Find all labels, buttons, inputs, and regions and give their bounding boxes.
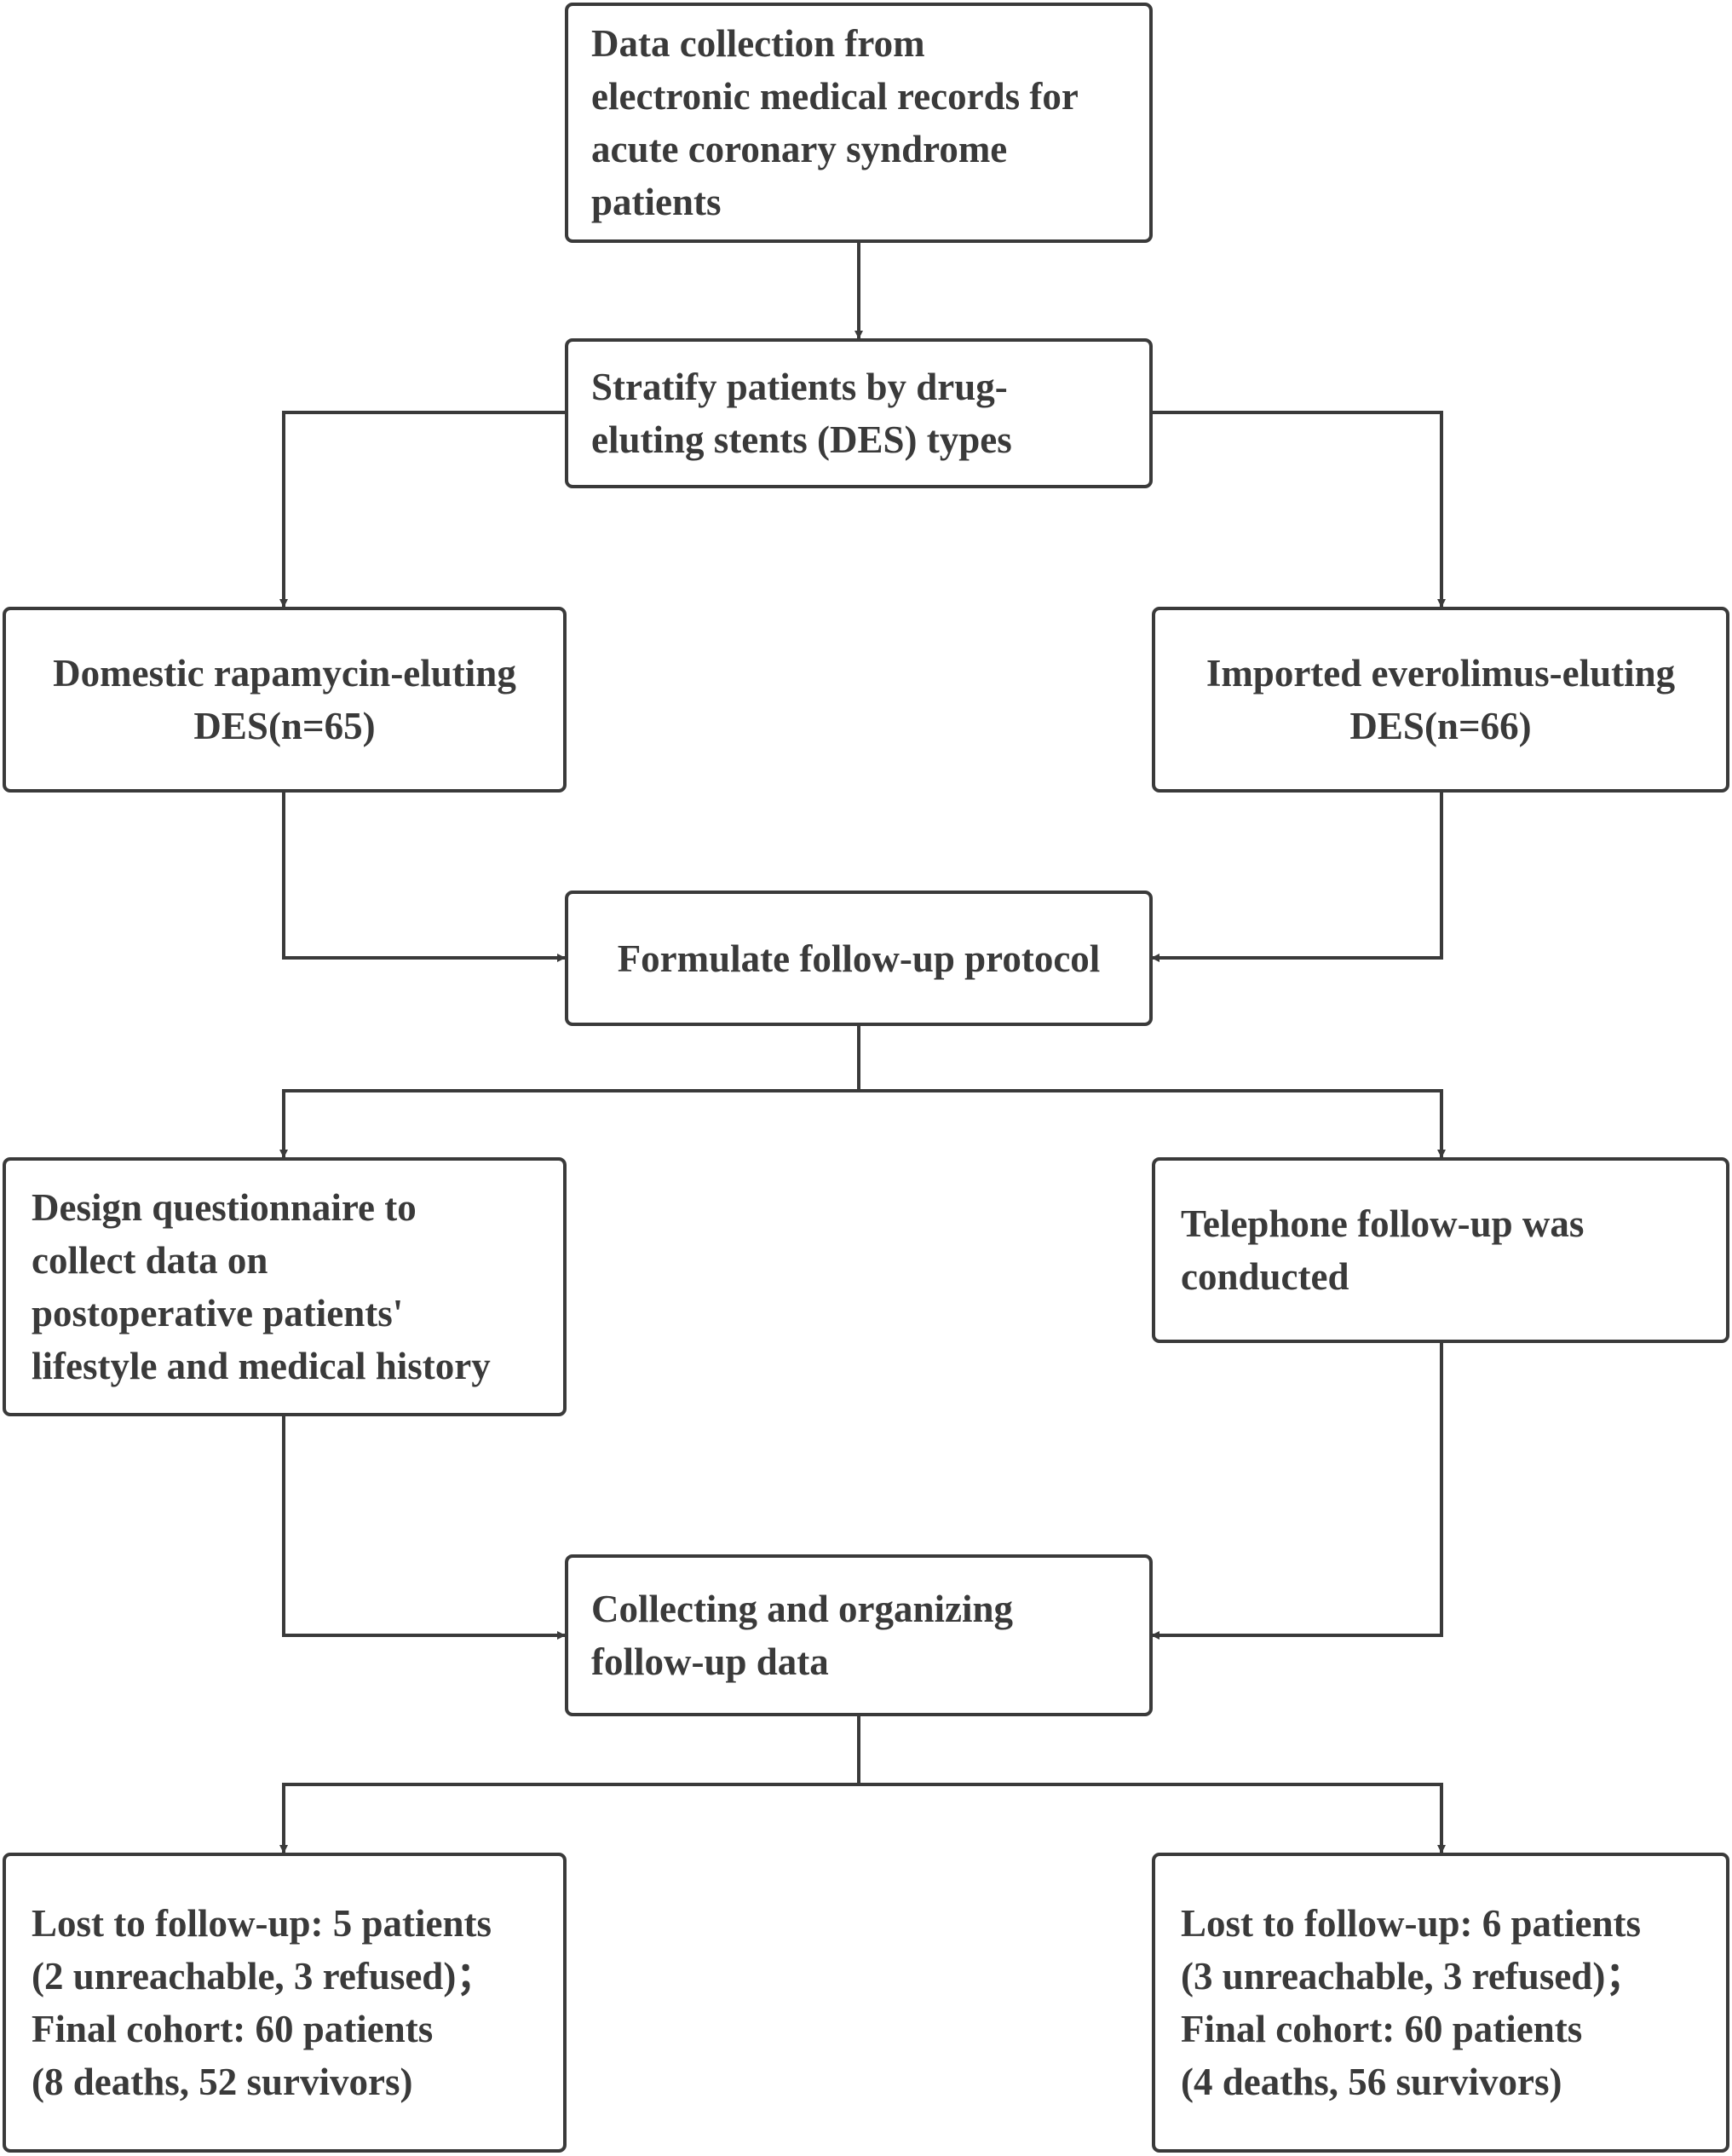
node-line: Telephone follow-up was: [1181, 1202, 1585, 1245]
node-line: electronic medical records for: [591, 75, 1079, 118]
node-stratify: Stratify patients by drug- eluting stent…: [565, 338, 1153, 488]
arrow-stratify-to-domestic: [279, 411, 565, 608]
node-line: DES(n=66): [1349, 705, 1532, 747]
node-line: acute coronary syndrome: [591, 128, 1008, 170]
arrow-telephone-to-collecting: [1151, 1343, 1443, 1640]
node-line: Domestic rapamycin-eluting: [53, 652, 516, 695]
node-collecting-data: Collecting and organizing follow-up data: [565, 1554, 1153, 1716]
node-line: Imported everolimus-eluting: [1205, 652, 1676, 695]
arrow-stratify-to-imported: [1152, 411, 1446, 608]
node-line: conducted: [1181, 1255, 1349, 1298]
node-questionnaire: Design questionnaire to collect data on …: [3, 1157, 567, 1416]
node-imported-des: Imported everolimus-eluting DES(n=66): [1152, 607, 1729, 793]
node-line: Collecting and organizing: [591, 1588, 1014, 1630]
node-line: Final cohort: 60 patients: [1181, 2008, 1583, 2050]
node-line: (3 unreachable, 3 refused)；: [1181, 1955, 1644, 1997]
node-domestic-des: Domestic rapamycin-eluting DES(n=65): [3, 607, 567, 793]
node-follow-up-protocol: Formulate follow-up protocol: [565, 891, 1153, 1026]
arrow-collecting-to-left-result: [279, 1783, 859, 1853]
arrow-questionnaire-to-collecting: [282, 1416, 566, 1640]
arrow-imported-to-protocol: [1151, 793, 1443, 962]
node-line: collect data on: [32, 1239, 268, 1282]
node-line: Lost to follow-up: 5 patients: [32, 1902, 492, 1945]
node-result-domestic: Lost to follow-up: 5 patients (2 unreach…: [3, 1853, 567, 2153]
node-line: Lost to follow-up: 6 patients: [1181, 1902, 1642, 1945]
node-line: eluting stents (DES) types: [591, 418, 1012, 461]
arrow-protocol-to-telephone: [859, 1089, 1446, 1158]
node-line: follow-up data: [591, 1640, 829, 1683]
node-line: lifestyle and medical history: [32, 1345, 491, 1387]
node-line: Final cohort: 60 patients: [32, 2008, 434, 2050]
node-line: (2 unreachable, 3 refused)；: [32, 1955, 495, 1997]
node-line: Data collection from: [591, 22, 925, 65]
node-line: postoperative patients': [32, 1292, 404, 1335]
node-line: DES(n=65): [193, 705, 376, 747]
node-line: (8 deaths, 52 survivors): [32, 2061, 413, 2103]
node-line: Formulate follow-up protocol: [617, 937, 1101, 980]
node-line: Stratify patients by drug-: [591, 366, 1008, 408]
arrow-collecting-to-right-result: [859, 1783, 1446, 1853]
arrow-domestic-to-protocol: [282, 793, 566, 962]
node-telephone-follow-up: Telephone follow-up was conducted: [1152, 1157, 1729, 1343]
node-line: patients: [591, 181, 722, 223]
node-line: (4 deaths, 56 survivors): [1181, 2061, 1562, 2103]
arrow-protocol-to-questionnaire: [279, 1089, 859, 1158]
node-result-imported: Lost to follow-up: 6 patients (3 unreach…: [1152, 1853, 1729, 2153]
node-line: Design questionnaire to: [32, 1186, 417, 1229]
node-data-collection: Data collection from electronic medical …: [565, 3, 1153, 243]
